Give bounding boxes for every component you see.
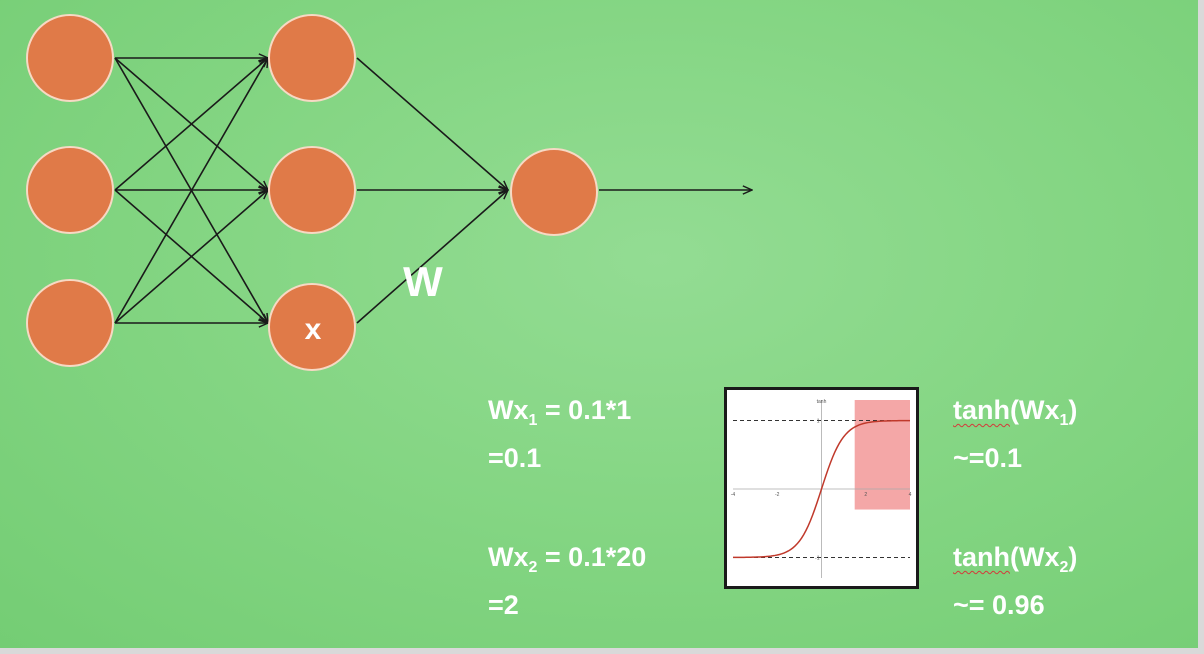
hidden-node-1: [268, 14, 356, 102]
wx2-rhs: = 0.1*20: [537, 542, 647, 572]
edge-h3-out: [356, 190, 508, 324]
input-node-2: [26, 146, 114, 234]
output-node: [510, 148, 598, 236]
y-tick-label: 1: [817, 419, 820, 425]
tanh2-func: tanh: [953, 542, 1010, 572]
wx1-subscript: 1: [528, 412, 538, 429]
edge-in3-h2: [114, 190, 268, 324]
hidden-node-2: [268, 146, 356, 234]
edge-h1-out: [356, 57, 508, 190]
x-tick-label: 2: [864, 492, 867, 498]
tanh-plot: tanh -4 -2 2 4 1 -1: [724, 387, 919, 589]
tanh2-subscript: 2: [1059, 559, 1069, 576]
tanh2-approx: ~= 0.96: [953, 590, 1045, 620]
wx1-result: =0.1: [488, 443, 542, 473]
tanh1-func: tanh: [953, 395, 1010, 425]
tanh1-approx: ~=0.1: [953, 443, 1023, 473]
wx2-subscript: 2: [528, 559, 538, 576]
wx1-rhs: = 0.1*1: [537, 395, 632, 425]
x-tick-label: -2: [775, 492, 780, 498]
tanh1-expression: tanh(Wx1): [953, 395, 1078, 429]
wx1-lhs: Wx: [488, 395, 529, 425]
x-tick-label: 4: [909, 492, 912, 498]
hidden-node-x: [268, 283, 356, 371]
input-node-1: [26, 14, 114, 102]
y-tick-label: -1: [815, 555, 820, 561]
input-node-3: [26, 279, 114, 367]
tanh2-open: (Wx: [1010, 542, 1060, 572]
tanh1-subscript: 1: [1059, 412, 1069, 429]
x-tick-label: -4: [731, 492, 736, 498]
wx2-result: =2: [488, 590, 519, 620]
tanh1-open: (Wx: [1010, 395, 1060, 425]
hidden-layer: [268, 14, 356, 371]
saturation-highlight: [854, 400, 910, 510]
wx2-lhs: Wx: [488, 542, 529, 572]
x-node-label: x: [305, 313, 322, 346]
edge-in2-h1: [114, 58, 268, 191]
tanh-curve: [732, 419, 911, 559]
plot-title: tanh: [817, 399, 827, 405]
wx2-equation: Wx2 = 0.1*20: [488, 542, 647, 576]
wx1-equation: Wx1 = 0.1*1: [488, 395, 632, 429]
tanh2-expression: tanh(Wx2): [953, 542, 1078, 576]
tanh2-close: ): [1068, 542, 1078, 572]
tanh1-close: ): [1068, 395, 1078, 425]
tanh-plot-svg: tanh -4 -2 2 4 1 -1: [731, 399, 912, 578]
input-layer: [26, 14, 114, 367]
weight-label: W: [403, 258, 443, 305]
edge-in3-h1: [114, 58, 268, 324]
input-to-hidden-edges: [114, 58, 268, 324]
hidden-to-output-edges: [356, 57, 752, 324]
